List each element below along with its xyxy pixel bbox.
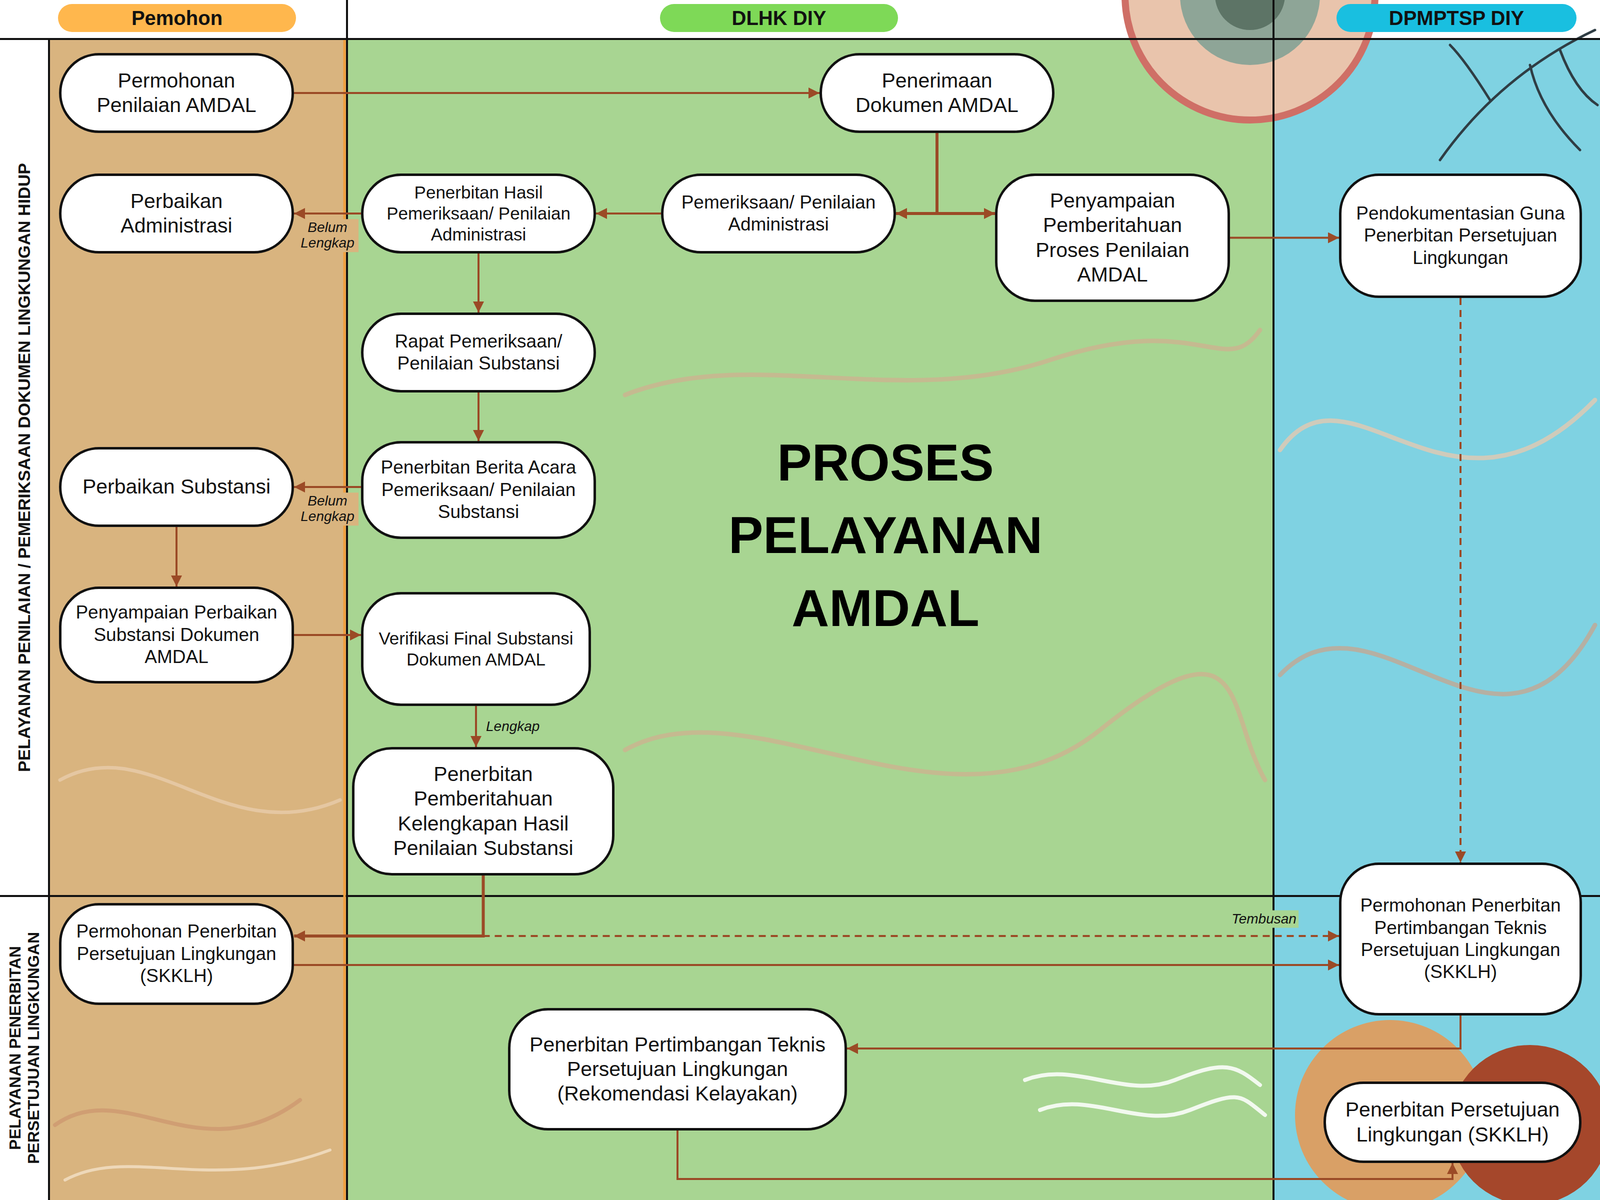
- decor-wave: [1040, 1097, 1265, 1116]
- box-text: Permohonan Penerbitan Persetujuan Lingku…: [75, 920, 278, 987]
- process-box: Penerbitan Pertimbangan Teknis Persetuju…: [508, 1008, 847, 1131]
- connector-arrow: [1230, 237, 1339, 239]
- connector-arrow: [294, 875, 484, 936]
- connector-arrow: [596, 212, 661, 215]
- process-box: Permohonan Penilaian AMDAL: [59, 53, 294, 133]
- grid-line: [0, 38, 1600, 40]
- connector-arrow: [937, 133, 995, 214]
- box-text: Penerbitan Hasil Pemeriksaan/ Penilaian …: [377, 182, 580, 245]
- box-text: Permohonan Penerbitan Pertimbangan Tekni…: [1355, 894, 1566, 984]
- connector-arrow: [294, 634, 361, 636]
- process-box: Rapat Pemeriksaan/ Penilaian Substansi: [361, 312, 596, 393]
- decor-circle: [1295, 1020, 1485, 1200]
- connector-arrow: [847, 1015, 1461, 1049]
- decor-eye: [1180, 0, 1320, 65]
- box-text: Verifikasi Final Substansi Dokumen AMDAL: [377, 628, 575, 670]
- box-text: Permohonan Penilaian AMDAL: [75, 68, 278, 118]
- box-text: Rapat Pemeriksaan/ Penilaian Substansi: [377, 330, 580, 375]
- connector-arrow: [294, 212, 361, 215]
- box-text: Pemeriksaan/ Penilaian Administrasi: [677, 191, 880, 236]
- decor-leaf: [1560, 50, 1598, 105]
- swimlane: PemohonPermohonan Penilaian AMDAL Perbaik…: [49, 0, 347, 1200]
- decor-curve: [55, 1100, 300, 1129]
- box-text: Penyampaian Pemberitahuan Proses Penilai…: [1011, 188, 1214, 287]
- box-text: Penerbitan Pertimbangan Teknis Persetuju…: [524, 1032, 831, 1107]
- grid-line: [1272, 0, 1275, 1200]
- connector-arrow: [483, 875, 1340, 936]
- connector-arrow: [294, 964, 1339, 966]
- process-box: Perbaikan Substansi: [59, 447, 294, 527]
- lane-heading: DPMPTSP DIY: [1336, 4, 1577, 32]
- process-box: Pendokumentasian Guna Penerbitan Persetu…: [1339, 173, 1582, 298]
- connector-arrow: [175, 527, 178, 587]
- grid-line: [346, 0, 348, 1200]
- diagram-title: PROSES PELAYANAN AMDAL: [685, 426, 1086, 645]
- connector-arrow: [477, 253, 480, 313]
- box-text: Penerbitan Pemberitahuan Kelengkapan Has…: [368, 762, 598, 861]
- process-box: Penyampaian Perbaikan Substansi Dokumen …: [59, 586, 294, 684]
- decor-curve: [65, 1150, 330, 1180]
- decor-curve: [625, 674, 1265, 780]
- process-box: Pemeriksaan/ Penilaian Administrasi: [661, 173, 896, 254]
- edge-label: Lengkap: [484, 718, 542, 736]
- decor-leaf: [1530, 65, 1580, 150]
- box-text: Penyampaian Perbaikan Substansi Dokumen …: [75, 601, 278, 668]
- row-label: PELAYANAN PENILAIAN / PEMERIKSAAN DOKUME…: [0, 42, 49, 893]
- swimlane: DPMPTSP DIY Pendokumentasian Guna Penerbi…: [1273, 0, 1600, 1200]
- connector-arrow: [677, 1130, 1453, 1179]
- decor-curve: [1280, 400, 1595, 458]
- box-text: Perbaikan Administrasi: [75, 189, 278, 238]
- connector-arrow: [477, 392, 480, 441]
- decor-eye: [1125, 0, 1375, 120]
- process-box: Penerbitan Hasil Pemeriksaan/ Penilaian …: [361, 173, 596, 254]
- box-text: Penerbitan Berita Acara Pemeriksaan/ Pen…: [377, 456, 580, 523]
- connector-arrow: [1459, 298, 1462, 863]
- process-box: Permohonan Penerbitan Persetujuan Lingku…: [59, 903, 294, 1005]
- decor-circle: [1450, 1045, 1600, 1200]
- edge-label: Tembusan: [1229, 910, 1299, 928]
- lane-heading: DLHK DIY: [660, 4, 898, 32]
- decor-curve: [1280, 625, 1595, 694]
- decor-leaf: [1450, 45, 1490, 100]
- row-label: PELAYANAN PENERBITAN PERSETUJUAN LINGKUN…: [0, 898, 49, 1198]
- process-box: Penerbitan Persetujuan Lingkungan (SKKLH…: [1323, 1081, 1582, 1163]
- decor-eye: [1215, 0, 1285, 30]
- box-text: Perbaikan Substansi: [75, 474, 278, 499]
- process-box: Verifikasi Final Substansi Dokumen AMDAL: [361, 592, 591, 706]
- process-box: Penerbitan Berita Acara Pemeriksaan/ Pen…: [361, 441, 596, 539]
- connector-arrow: [294, 92, 820, 94]
- process-box: Permohonan Penerbitan Pertimbangan Tekni…: [1339, 862, 1582, 1016]
- edge-label: Belum Lengkap: [296, 492, 359, 526]
- box-text: Penerbitan Persetujuan Lingkungan (SKKLH…: [1340, 1097, 1565, 1147]
- connector-arrow: [475, 706, 477, 747]
- process-box: Penyampaian Pemberitahuan Proses Penilai…: [995, 173, 1230, 302]
- process-box: Perbaikan Administrasi: [59, 173, 294, 254]
- box-text: Pendokumentasian Guna Penerbitan Persetu…: [1355, 202, 1566, 269]
- decor-curve: [625, 330, 1260, 395]
- decor-leaf: [1440, 30, 1595, 160]
- grid-line: [0, 895, 1600, 897]
- process-box: Penerbitan Pemberitahuan Kelengkapan Has…: [352, 747, 615, 876]
- connector-arrow: [896, 133, 937, 214]
- connector-arrow: [294, 486, 361, 488]
- decor-wave: [1025, 1067, 1260, 1086]
- box-text: Penerimaan Dokumen AMDAL: [836, 68, 1038, 118]
- lane-edge: [343, 40, 346, 1200]
- edge-label: Belum Lengkap: [296, 219, 359, 252]
- lane-heading: Pemohon: [58, 4, 296, 32]
- process-box: Penerimaan Dokumen AMDAL: [819, 53, 1055, 133]
- decor-curve: [60, 767, 340, 813]
- grid-line: [48, 39, 50, 1200]
